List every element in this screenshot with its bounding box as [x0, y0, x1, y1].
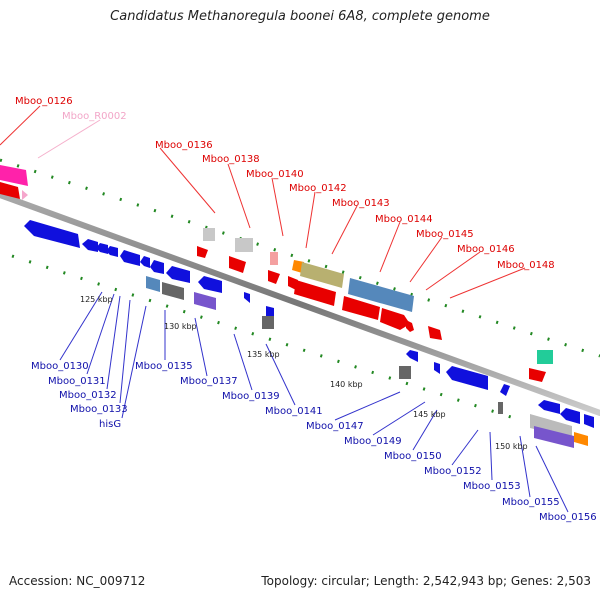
gene-blue-1[interactable] [24, 220, 80, 248]
gene-label-mboo-0141[interactable]: Mboo_0141 [265, 406, 323, 417]
gene-mboo-0144[interactable] [348, 278, 414, 312]
accession-text: Accession: NC_009712 [9, 574, 146, 588]
gene-mboo-0145[interactable] [342, 296, 380, 320]
gene-label-mboo-0139[interactable]: Mboo_0139 [222, 391, 280, 402]
gene-mboo-0141-a[interactable] [266, 306, 274, 318]
topology-text: Topology: circular; Length: 2,542,943 bp… [261, 574, 591, 588]
scale-label-140: 140 kbp [330, 380, 363, 389]
gene-mboo-0156[interactable] [534, 426, 574, 448]
gene-mboo-0126b[interactable] [0, 182, 20, 199]
gene-mboo-0133[interactable] [166, 266, 190, 283]
gene-blue-3[interactable] [96, 243, 108, 254]
gene-mboo-0152[interactable] [500, 384, 510, 396]
gene-mboo-0141[interactable] [262, 316, 274, 329]
gene-mboo-0136b[interactable] [197, 246, 208, 258]
gene-mboo-0140[interactable] [270, 252, 278, 265]
gene-mboo-0136[interactable] [203, 228, 215, 241]
gene-mboo-0130[interactable] [120, 250, 140, 266]
gene-mboo-0153[interactable] [498, 402, 503, 414]
gene-red-right[interactable] [529, 368, 546, 382]
genome-axis [0, 192, 600, 416]
gene-hisG[interactable] [146, 276, 160, 292]
gene-mboo-0135[interactable] [162, 282, 184, 300]
gene-label-mboo-0150[interactable]: Mboo_0150 [384, 451, 442, 462]
gene-teal[interactable] [537, 350, 553, 364]
gene-mboo-0150[interactable] [446, 366, 488, 390]
gene-label-mboo-0133[interactable]: Mboo_0133 [70, 404, 128, 415]
gene-blue-2[interactable] [82, 239, 98, 252]
gene-mboo-0147[interactable] [399, 366, 411, 379]
scale-label-150: 150 kbp [495, 442, 528, 451]
scale-label-125: 125 kbp [80, 295, 113, 304]
gene-blue-9[interactable] [584, 414, 594, 428]
gene-mboo-0155[interactable] [530, 414, 572, 438]
gene-blue-7[interactable] [538, 400, 560, 414]
gene-mboo-0132[interactable] [150, 260, 164, 274]
gene-label-mboo-0131[interactable]: Mboo_0131 [48, 376, 106, 387]
scale-label-145: 145 kbp [413, 410, 446, 419]
scale-label-135: 135 kbp [247, 350, 280, 359]
gene-label-hisG[interactable]: hisG [99, 419, 121, 430]
scale-label-130: 130 kbp [164, 322, 197, 331]
gene-label-mboo-0149[interactable]: Mboo_0149 [344, 436, 402, 447]
gene-mboo-0143b[interactable] [294, 280, 336, 306]
gene-mboo-0149[interactable] [434, 362, 440, 374]
gene-label-mboo-0135[interactable]: Mboo_0135 [135, 361, 193, 372]
gene-label-mboo-0137[interactable]: Mboo_0137 [180, 376, 238, 387]
top-callout-lines [0, 105, 526, 299]
gene-label-mboo-0156[interactable]: Mboo_0156 [539, 512, 597, 523]
gene-label-mboo-0146[interactable]: Mboo_0146 [457, 244, 515, 255]
gene-orange-right[interactable] [574, 432, 588, 446]
gene-label-mboo-0148[interactable]: Mboo_0148 [497, 260, 555, 271]
gene-mboo-0140b[interactable] [268, 270, 280, 284]
map-title: Candidatus Methanoregula boonei 6A8, com… [110, 9, 490, 24]
gene-label-mboo-0138[interactable]: Mboo_0138 [202, 154, 260, 165]
gene-label-mboo-0142[interactable]: Mboo_0142 [289, 183, 347, 194]
gene-label-mboo-0145[interactable]: Mboo_0145 [416, 229, 474, 240]
gene-label-mboo-0153[interactable]: Mboo_0153 [463, 481, 521, 492]
gene-label-mboo-0140[interactable]: Mboo_0140 [246, 169, 304, 180]
gene-mboo-0143[interactable] [300, 262, 344, 288]
gene-mboo-r0002[interactable] [22, 190, 28, 200]
gene-label-mboo-0136[interactable]: Mboo_0136 [155, 140, 213, 151]
gene-label-mboo-r0002[interactable]: Mboo_R0002 [62, 111, 127, 122]
gene-label-mboo-0144[interactable]: Mboo_0144 [375, 214, 433, 225]
gene-mboo-0126[interactable] [0, 165, 28, 186]
gene-label-mboo-0152[interactable]: Mboo_0152 [424, 466, 482, 477]
gene-mboo-0137[interactable] [194, 292, 216, 310]
bottom-callout-lines [59, 291, 569, 513]
gene-blue-6[interactable] [406, 350, 418, 362]
gene-blue-8[interactable] [560, 408, 580, 424]
rna-callout-line [37, 119, 101, 159]
gene-label-mboo-0155[interactable]: Mboo_0155 [502, 497, 560, 508]
gene-mboo-0139[interactable] [244, 292, 250, 303]
gene-mboo-0148[interactable] [428, 326, 442, 340]
gene-label-mboo-0132[interactable]: Mboo_0132 [59, 390, 117, 401]
gene-mboo-0131[interactable] [140, 256, 150, 268]
gene-label-mboo-0126[interactable]: Mboo_0126 [15, 96, 73, 107]
gene-label-mboo-0130[interactable]: Mboo_0130 [31, 361, 89, 372]
gene-mboo-0138b[interactable] [229, 256, 246, 273]
gene-mboo-0146[interactable] [380, 308, 410, 330]
gene-label-mboo-0147[interactable]: Mboo_0147 [306, 421, 364, 432]
gene-blue-4[interactable] [106, 246, 118, 257]
gene-mboo-0146b[interactable] [406, 320, 414, 332]
gene-label-mboo-0143[interactable]: Mboo_0143 [332, 198, 390, 209]
gene-mboo-0138[interactable] [235, 238, 253, 252]
gene-blue-5[interactable] [198, 276, 222, 293]
